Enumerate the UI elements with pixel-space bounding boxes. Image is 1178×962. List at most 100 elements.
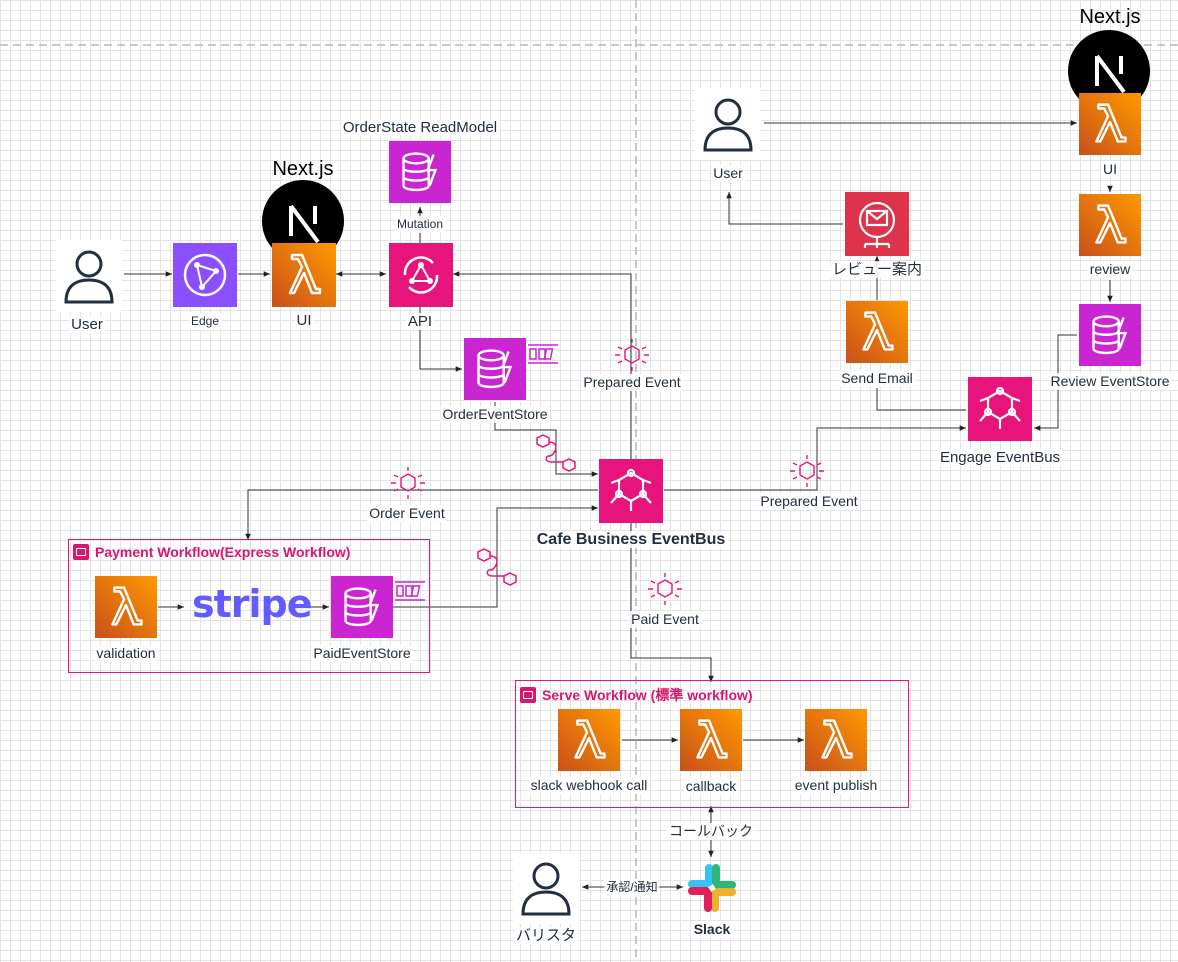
publish-lambda[interactable] — [805, 709, 867, 771]
order-event-label: Order Event — [367, 505, 447, 522]
event-icon — [790, 455, 824, 487]
lambda-icon — [558, 709, 620, 771]
paid-event-label: Paid Event — [629, 611, 701, 628]
lambda-icon — [95, 576, 157, 638]
cafe-business-eventbus[interactable] — [599, 459, 663, 523]
slack-label: Slack — [691, 921, 733, 938]
engage-bus-label: Engage EventBus — [937, 449, 1063, 466]
nextjs-right-label: Next.js — [1079, 6, 1141, 28]
payment-workflow-group[interactable]: Payment Workflow(Express Workflow) — [68, 539, 430, 673]
nextjs-left-label: Next.js — [272, 158, 334, 180]
callback-lambda[interactable] — [680, 709, 742, 771]
dynamodb-icon — [389, 141, 451, 203]
order-event-store[interactable] — [464, 338, 526, 400]
validation-label: validation — [94, 645, 158, 662]
validation-lambda[interactable] — [95, 576, 157, 638]
dynamodb-icon — [464, 338, 526, 400]
lambda-icon — [1079, 93, 1141, 155]
mutation-label: Mutation — [394, 216, 446, 233]
order-pipe — [535, 432, 577, 474]
user-right-label: User — [711, 165, 745, 182]
step-functions-icon — [520, 687, 536, 703]
cafe-bus-label: Cafe Business EventBus — [534, 531, 728, 548]
ui-left-lambda[interactable] — [272, 243, 336, 307]
user-left-label: User — [69, 316, 105, 333]
lambda-icon — [846, 301, 908, 363]
prepared-event-mid-label: Prepared Event — [581, 374, 683, 391]
eventbridge-pipes-icon — [536, 434, 576, 472]
prepared-event-right-icon — [789, 454, 825, 488]
lambda-icon — [1079, 194, 1141, 256]
order-event-store-label: OrderEventStore — [440, 406, 550, 423]
dynamodb-icon — [331, 576, 393, 638]
lambda-icon — [805, 709, 867, 771]
nextjs-logo — [1068, 30, 1150, 112]
user-right[interactable] — [695, 88, 761, 160]
api-appsync[interactable] — [389, 243, 453, 307]
user-icon — [695, 88, 761, 160]
stripe-logo: stripe — [192, 582, 313, 626]
slack-logo — [688, 864, 736, 912]
cloudfront-icon — [173, 243, 237, 307]
nextjs-left-logo — [262, 180, 344, 262]
eventbridge-icon — [599, 459, 663, 523]
event-icon — [648, 573, 682, 605]
callback-jp-label: コールバック — [667, 823, 755, 840]
paid-event-icon — [647, 572, 683, 606]
ses-icon — [845, 192, 909, 256]
paid-stream — [395, 579, 427, 603]
api-label: API — [405, 313, 435, 330]
paid-pipe — [476, 546, 518, 588]
review-event-store[interactable] — [1079, 304, 1141, 366]
order-stream — [528, 342, 560, 366]
review-guide-label: レビュー案内 — [829, 261, 925, 278]
barista-label: バリスタ — [513, 927, 579, 944]
paid-event-store[interactable] — [331, 576, 393, 638]
ui-right-label: UI — [1101, 161, 1119, 178]
edge-label: Edge — [188, 313, 222, 330]
step-functions-icon — [73, 544, 89, 560]
approve-notify-label: 承認/通知 — [604, 879, 660, 896]
eventbridge-icon — [968, 377, 1032, 441]
prepared-event-right-label: Prepared Event — [758, 493, 860, 510]
payment-workflow-title: Payment Workflow(Express Workflow) — [73, 544, 350, 560]
readmodel-dynamodb[interactable] — [389, 141, 451, 203]
eventbridge-pipes-icon — [477, 548, 517, 586]
review-guide-ses[interactable] — [845, 192, 909, 256]
engage-eventbus[interactable] — [968, 377, 1032, 441]
review-event-store-label: Review EventStore — [1048, 373, 1172, 390]
dynamodb-stream-icon — [395, 581, 425, 601]
event-icon — [391, 467, 425, 499]
order-event-icon — [390, 466, 426, 500]
barista-user[interactable] — [513, 852, 579, 924]
webhook-label: slack webhook call — [528, 777, 650, 794]
review-label: review — [1087, 261, 1133, 278]
callback-label: callback — [683, 778, 739, 795]
lambda-icon — [272, 243, 336, 307]
user-left[interactable] — [56, 240, 122, 312]
ui-left-label: UI — [294, 312, 314, 329]
readmodel-label: OrderState ReadModel — [340, 119, 500, 136]
user-icon — [513, 852, 579, 924]
serve-workflow-group[interactable]: Serve Workflow (標準 workflow) — [515, 680, 909, 808]
dynamodb-stream-icon — [528, 344, 558, 364]
user-icon — [56, 240, 122, 312]
send-email-lambda[interactable] — [846, 301, 908, 363]
appsync-icon — [389, 243, 453, 307]
edge-cloudfront[interactable] — [173, 243, 237, 307]
paid-event-store-label: PaidEventStore — [311, 645, 413, 662]
slack-logo-node[interactable] — [684, 860, 740, 916]
nextjs-right-logo — [1068, 30, 1150, 112]
webhook-lambda[interactable] — [558, 709, 620, 771]
event-icon — [615, 339, 649, 371]
nextjs-logo — [262, 180, 344, 262]
publish-label: event publish — [792, 777, 880, 794]
ui-right-lambda[interactable] — [1079, 93, 1141, 155]
review-lambda[interactable] — [1079, 194, 1141, 256]
send-email-label: Send Email — [839, 370, 915, 387]
serve-workflow-title: Serve Workflow (標準 workflow) — [520, 685, 753, 705]
prepared-event-mid-icon — [614, 338, 650, 372]
dynamodb-icon — [1079, 304, 1141, 366]
lambda-icon — [680, 709, 742, 771]
